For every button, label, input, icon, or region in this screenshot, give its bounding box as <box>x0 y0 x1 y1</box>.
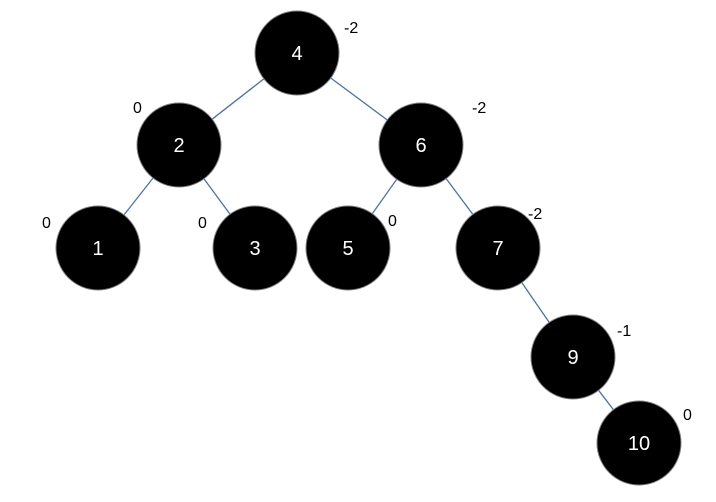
node-label-3: 3 <box>249 238 260 260</box>
balance-factor-1: 0 <box>42 215 51 232</box>
balance-factor-2: 0 <box>133 100 142 117</box>
node-circle-3 <box>212 205 298 291</box>
node-circle-9 <box>530 314 616 400</box>
edge-6-7 <box>445 178 474 215</box>
tree-node-10: 10 0 <box>596 400 692 486</box>
edge-2-3 <box>203 178 231 215</box>
balance-factor-6: -2 <box>472 100 486 117</box>
tree-node-5: 50 <box>305 205 397 291</box>
node-circle-10 <box>596 400 682 486</box>
node-label-2: 2 <box>173 135 184 157</box>
tree-node-3: 30 <box>198 205 298 291</box>
tree-node-4: 4 -2 <box>254 10 358 96</box>
node-circle-2 <box>136 102 222 188</box>
node-label-9: 9 <box>567 347 578 369</box>
tree-node-7: 7 -2 <box>455 205 542 291</box>
edge-9-10 <box>598 389 614 411</box>
tree-node-2: 20 <box>133 100 222 188</box>
tree-node-9: 9 -1 <box>530 314 631 400</box>
balance-factor-9: -1 <box>617 323 631 340</box>
edges-layer <box>123 77 614 411</box>
node-circle-4 <box>254 10 340 96</box>
node-circle-5 <box>305 205 391 291</box>
edge-6-5 <box>371 178 398 215</box>
balance-factor-4: -2 <box>344 20 358 37</box>
node-label-6: 6 <box>415 135 426 157</box>
balance-factor-10: 0 <box>683 407 692 424</box>
balance-factor-7: -2 <box>528 206 542 223</box>
node-circle-1 <box>55 205 141 291</box>
balance-factor-5: 0 <box>388 213 397 230</box>
edge-4-6 <box>330 77 388 121</box>
node-label-4: 4 <box>291 43 302 65</box>
tree-node-1: 10 <box>42 205 141 291</box>
node-label-7: 7 <box>492 238 503 260</box>
balance-factor-3: 0 <box>198 215 207 232</box>
node-label-10: 10 <box>628 433 650 455</box>
node-label-5: 5 <box>342 238 353 260</box>
node-label-1: 1 <box>92 238 103 260</box>
edge-2-1 <box>123 177 154 216</box>
node-circle-7 <box>455 205 541 291</box>
edge-4-2 <box>211 78 265 120</box>
node-circle-6 <box>378 102 464 188</box>
edge-7-9 <box>521 282 550 323</box>
tree-node-6: 6 -2 <box>378 100 486 188</box>
